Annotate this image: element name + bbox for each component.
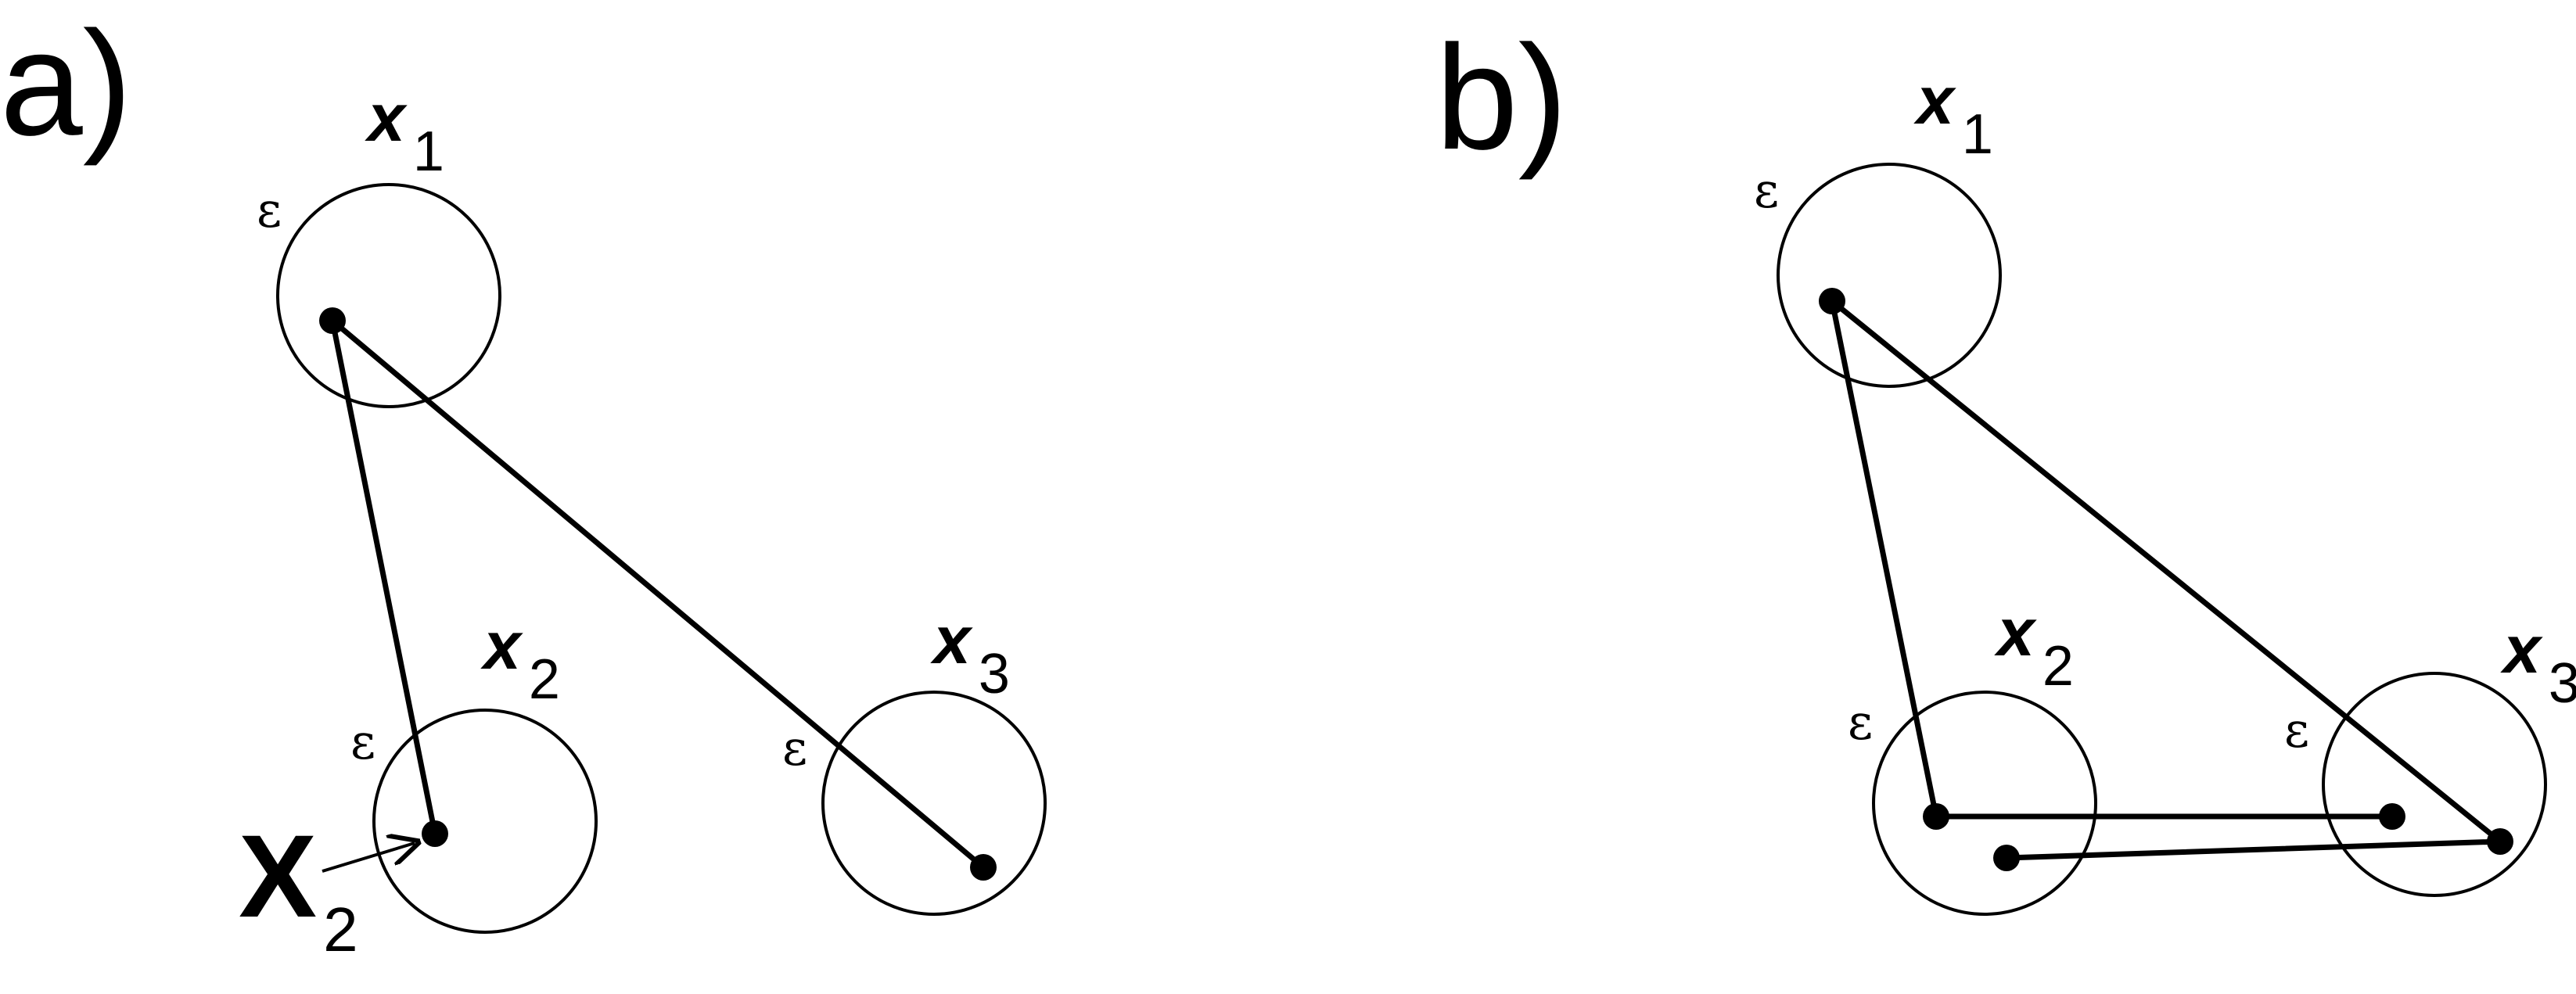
epsilon-ball-x3 [821, 691, 1047, 916]
edge-x2prime-x3 [2003, 838, 2503, 861]
panel-a-label: a) [0, 1, 132, 167]
epsilon-ball-x3 [2322, 672, 2547, 897]
point-x1 [1819, 288, 1845, 314]
epsilon-x2: ε [350, 713, 375, 770]
point-x3 [2487, 828, 2513, 855]
epsilon-x1: ε [257, 181, 282, 239]
epsilon-x3: ε [2284, 702, 2309, 759]
perturbation-arrow [322, 843, 415, 873]
panel-b-label: b) [1435, 15, 1568, 181]
point-x2-shifted [2379, 803, 2405, 830]
edge-x1-x3 [329, 318, 986, 870]
epsilon-x1: ε [1754, 162, 1779, 219]
edge-x1-x2 [329, 318, 438, 837]
point-x2-perturbed [422, 820, 448, 847]
edge-x1-x2 [1829, 298, 1939, 820]
edge-x1-x3 [1829, 298, 2503, 845]
epsilon-ball-x2 [1872, 691, 2097, 916]
epsilon-x3: ε [782, 719, 807, 777]
point-x1 [319, 307, 346, 334]
epsilon-x2: ε [1848, 694, 1873, 751]
point-x2-prime [1993, 845, 2020, 871]
epsilon-ball-x1 [276, 183, 501, 408]
point-x3 [970, 854, 997, 881]
epsilon-ball-x2 [372, 709, 598, 934]
point-x2 [1923, 803, 1949, 830]
epsilon-ball-x1 [1777, 163, 2002, 388]
